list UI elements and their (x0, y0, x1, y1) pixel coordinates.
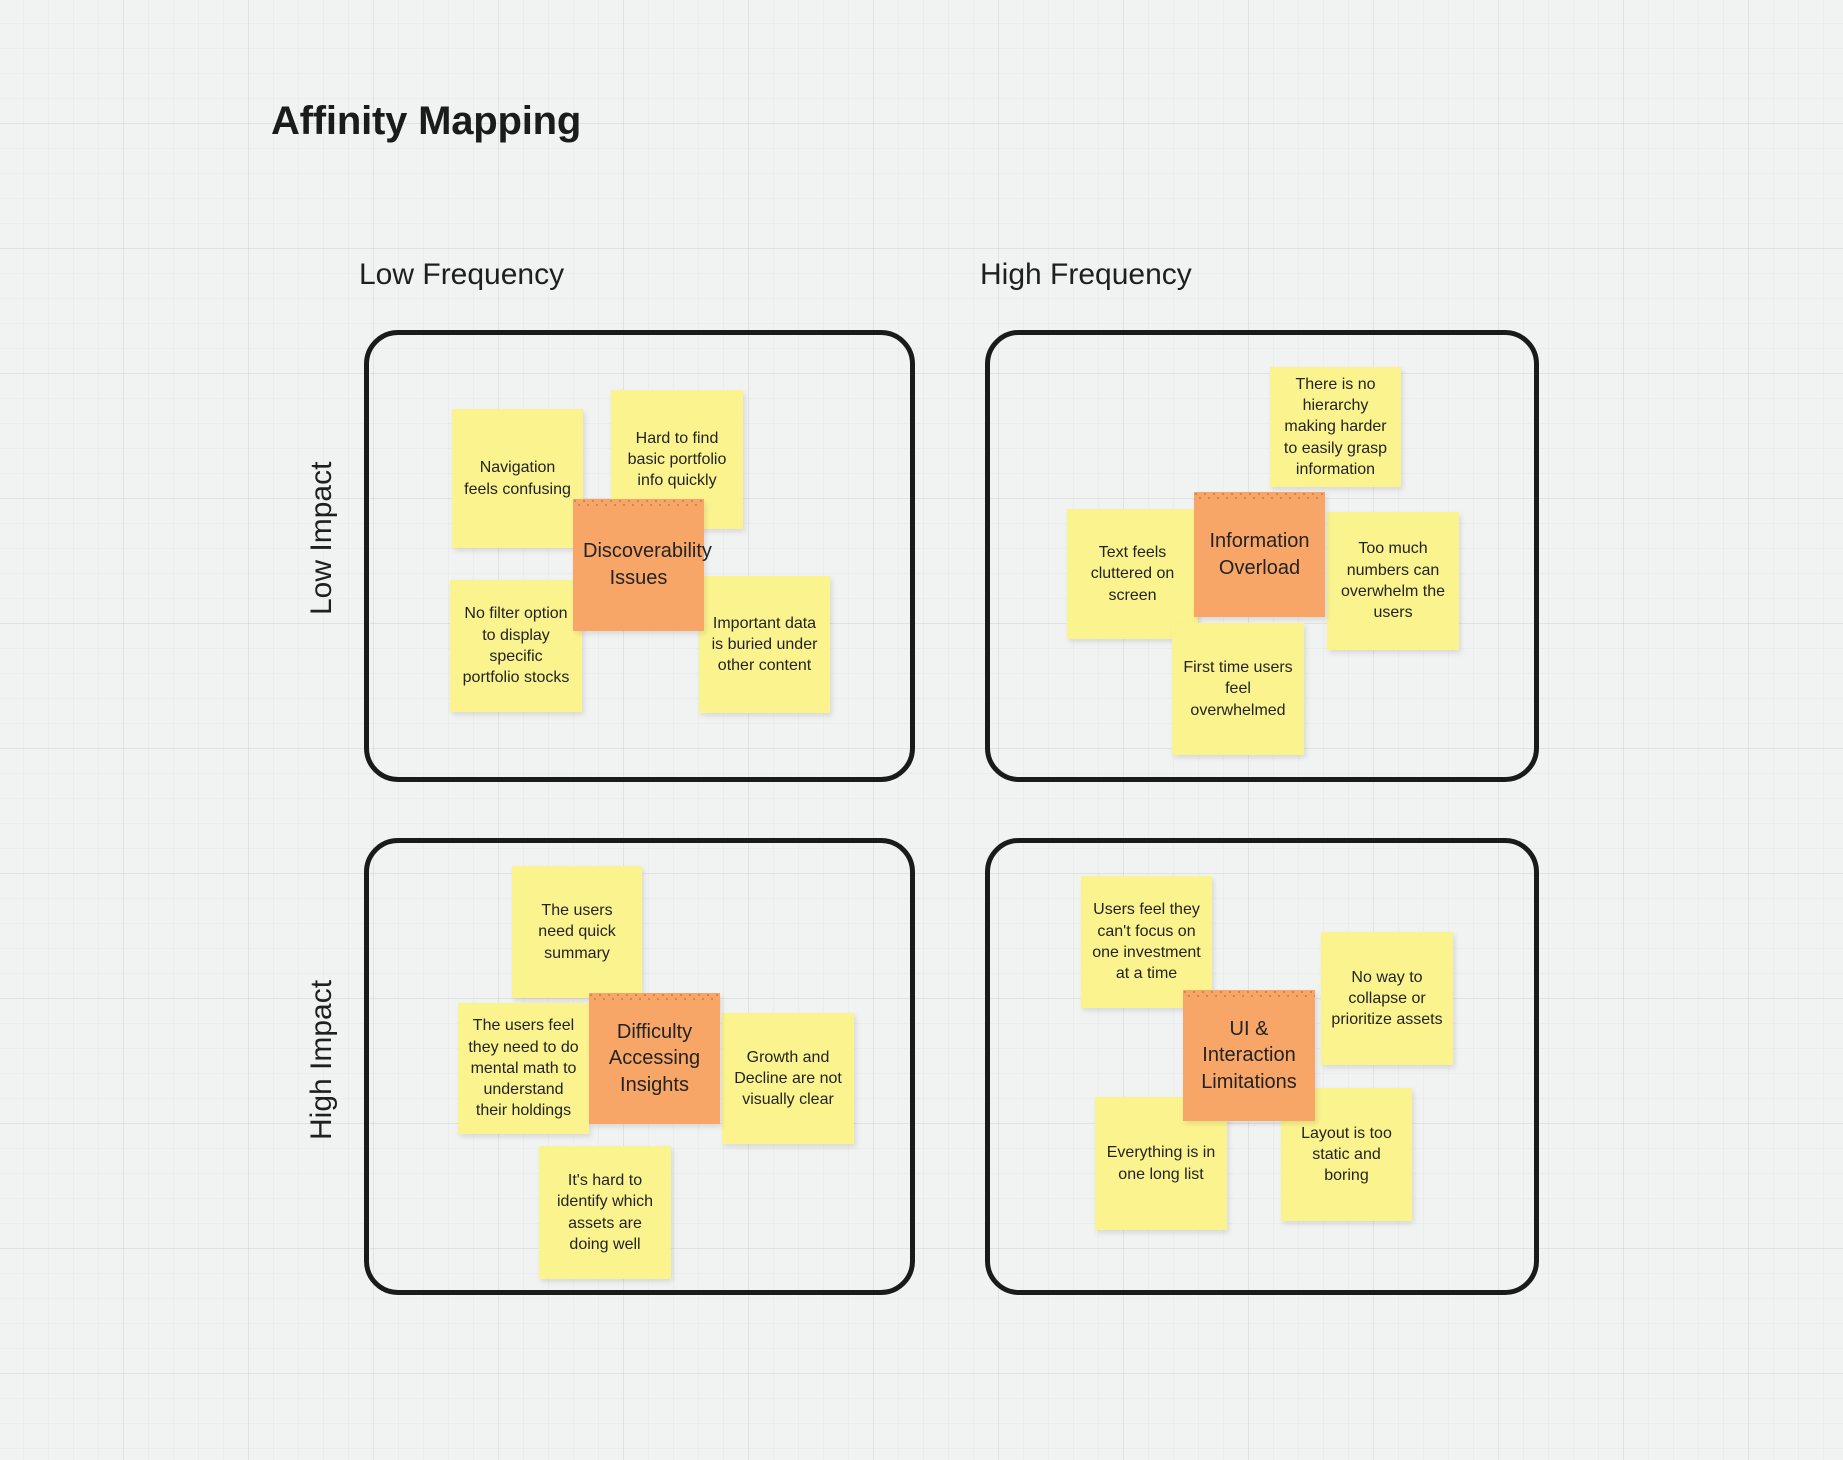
sticky-note[interactable]: Important data is buried under other con… (699, 576, 830, 713)
cluster-note[interactable]: Discoverability Issues (573, 499, 712, 631)
cluster-note[interactable]: Information Overload (1194, 492, 1325, 617)
page-title: Affinity Mapping (271, 99, 582, 143)
cluster-note-label: Difficulty Accessing Insights (608, 1020, 701, 1096)
sticky-note[interactable]: Growth and Decline are not visually clea… (722, 1013, 854, 1144)
column-label-low-frequency: Low Frequency (359, 258, 565, 291)
quadrant-high-frequency-low-impact[interactable] (985, 330, 1539, 782)
sticky-note[interactable]: There is no hierarchy making harder to e… (1270, 367, 1401, 487)
cluster-note-label: Discoverability Issues (583, 540, 712, 589)
sticky-note[interactable]: It's hard to identify which assets are d… (539, 1146, 671, 1279)
quadrant-low-frequency-low-impact[interactable] (364, 330, 915, 782)
row-label-high-impact: High Impact (305, 979, 338, 1140)
cluster-note-label: Information Overload (1209, 529, 1310, 579)
sticky-note[interactable]: No filter option to display specific por… (450, 580, 582, 712)
sticky-note[interactable]: Navigation feels confusing (452, 409, 583, 548)
sticky-note[interactable]: The users need quick summary (512, 866, 642, 998)
sticky-note[interactable]: Text feels cluttered on screen (1067, 509, 1198, 639)
cluster-note[interactable]: Difficulty Accessing Insights (589, 993, 720, 1124)
sticky-note[interactable]: Layout is too static and boring (1281, 1088, 1412, 1221)
row-label-low-impact: Low Impact (305, 461, 338, 615)
sticky-note[interactable]: Too much numbers can overwhelm the users (1327, 512, 1459, 650)
cluster-note[interactable]: UI & Interaction Limitations (1183, 990, 1315, 1121)
sticky-note[interactable]: Users feel they can't focus on one inves… (1081, 876, 1212, 1008)
quadrant-high-frequency-high-impact[interactable] (985, 838, 1539, 1295)
sticky-note[interactable]: The users feel they need to do mental ma… (458, 1003, 589, 1134)
cluster-note-label: UI & Interaction Limitations (1201, 1017, 1297, 1093)
column-label-high-frequency: High Frequency (980, 258, 1192, 291)
sticky-note[interactable]: First time users feel overwhelmed (1172, 623, 1304, 755)
sticky-note[interactable]: No way to collapse or prioritize assets (1321, 932, 1453, 1065)
sticky-note[interactable]: Everything is in one long list (1095, 1097, 1227, 1230)
quadrant-low-frequency-high-impact[interactable] (364, 838, 915, 1295)
